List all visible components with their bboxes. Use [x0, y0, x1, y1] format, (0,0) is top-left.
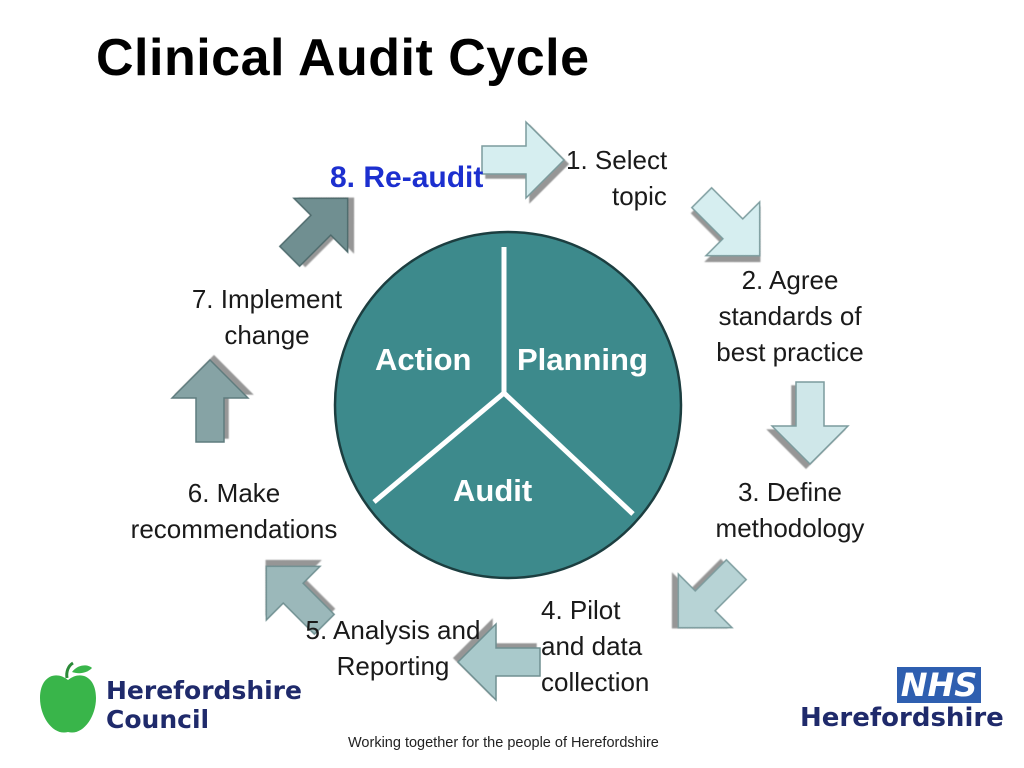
step-7-line-1: 7. Implement	[191, 284, 343, 314]
step-2-line-2: standards of	[718, 301, 862, 331]
step-5-line-2: Reporting	[336, 651, 450, 681]
step-4-line-2: and data	[541, 631, 643, 661]
segment-label-audit: Audit	[453, 473, 533, 508]
nhs-logo: NHS	[897, 667, 981, 703]
step-2-line-1: 2. Agree	[741, 265, 839, 295]
step-6-label: 6. Make recommendations	[112, 475, 356, 547]
segment-label-action: Action	[375, 342, 472, 377]
step-1-label: 1. Select topic	[566, 142, 667, 214]
step-3-line-1: 3. Define	[737, 477, 843, 507]
step-2-label: 2. Agree standards of best practice	[700, 262, 880, 370]
step-2-line-3: best practice	[716, 337, 864, 367]
arrow-to-step-3	[770, 381, 850, 466]
step-8-label: 8. Re-audit	[330, 161, 484, 194]
step-1-line-2: topic	[612, 181, 667, 211]
step-1-line-1: 1. Select	[566, 145, 668, 175]
step-4-line-1: 4. Pilot	[541, 595, 621, 625]
step-4-label: 4. Pilot and data collection	[541, 592, 649, 700]
arrow-to-step-6	[265, 565, 336, 636]
nhs-region-name: Herefordshire	[800, 703, 1004, 733]
step-6-line-2: recommendations	[130, 514, 338, 544]
step-3-line-2: methodology	[715, 513, 865, 543]
step-4-line-3: collection	[541, 667, 650, 697]
step-5-line-1: 5. Analysis and	[305, 615, 481, 645]
step-5-label: 5. Analysis and Reporting	[290, 612, 496, 684]
center-circle	[333, 230, 683, 580]
page-title: Clinical Audit Cycle	[96, 29, 590, 87]
arrow-to-step-5	[456, 622, 541, 702]
arrow-to-step-8	[278, 197, 349, 268]
council-apple-logo-icon	[40, 661, 96, 733]
arrow-to-step-4	[677, 558, 748, 629]
segment-label-planning: Planning	[517, 342, 648, 377]
arrow-to-step-2	[690, 186, 761, 257]
step-6-line-1: 6. Make	[187, 478, 281, 508]
arrow-to-step-7	[170, 358, 250, 443]
step-7-line-2: change	[224, 320, 310, 350]
footer-tagline: Working together for the people of Heref…	[348, 735, 659, 751]
council-name: Herefordshire Council	[106, 676, 302, 734]
council-name-line-1: Herefordshire	[106, 676, 302, 705]
arrow-to-step-1	[481, 120, 566, 200]
step-3-label: 3. Define methodology	[700, 474, 880, 546]
step-7-label: 7. Implement change	[172, 281, 362, 353]
council-name-line-2: Council	[106, 705, 210, 734]
